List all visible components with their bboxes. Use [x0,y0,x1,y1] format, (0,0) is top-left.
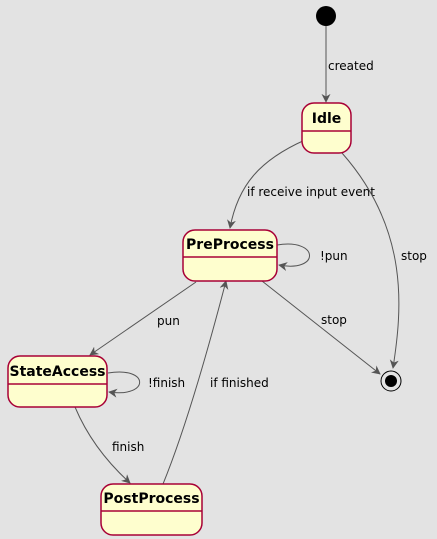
label-pun: pun [157,314,180,328]
state-preprocess-name: PreProcess [186,237,274,253]
final-state [380,370,402,392]
label-finish: finish [112,440,144,454]
transition-stop-from-idle: stop [341,152,427,369]
transition-created: created [321,26,374,103]
transition-pun: pun [89,281,197,356]
state-idle: Idle [301,102,352,154]
label-not-pun: !pun [320,249,348,263]
state-preprocess: PreProcess [182,229,278,282]
transition-not-finish: !finish [107,371,185,398]
label-stop-from-preprocess: stop [321,313,347,327]
label-if-finished: if finished [210,376,269,390]
initial-state-dot [316,6,336,26]
state-stateaccess-name: StateAccess [9,364,105,380]
label-created: created [328,59,374,73]
state-postprocess-name: PostProcess [103,491,199,507]
state-stateaccess: StateAccess [7,355,108,408]
transition-receive-input: if receive input event [227,139,375,229]
label-not-finish: !finish [148,376,185,390]
transition-finish: finish [74,406,144,484]
state-idle-name: Idle [312,111,342,127]
transition-stop-from-preprocess: stop [261,280,381,375]
label-receive-input: if receive input event [247,185,375,199]
label-stop-from-idle: stop [401,249,427,263]
state-postprocess: PostProcess [100,483,203,536]
transition-not-pun: !pun [276,243,348,271]
transition-if-finished: if finished [162,280,269,485]
